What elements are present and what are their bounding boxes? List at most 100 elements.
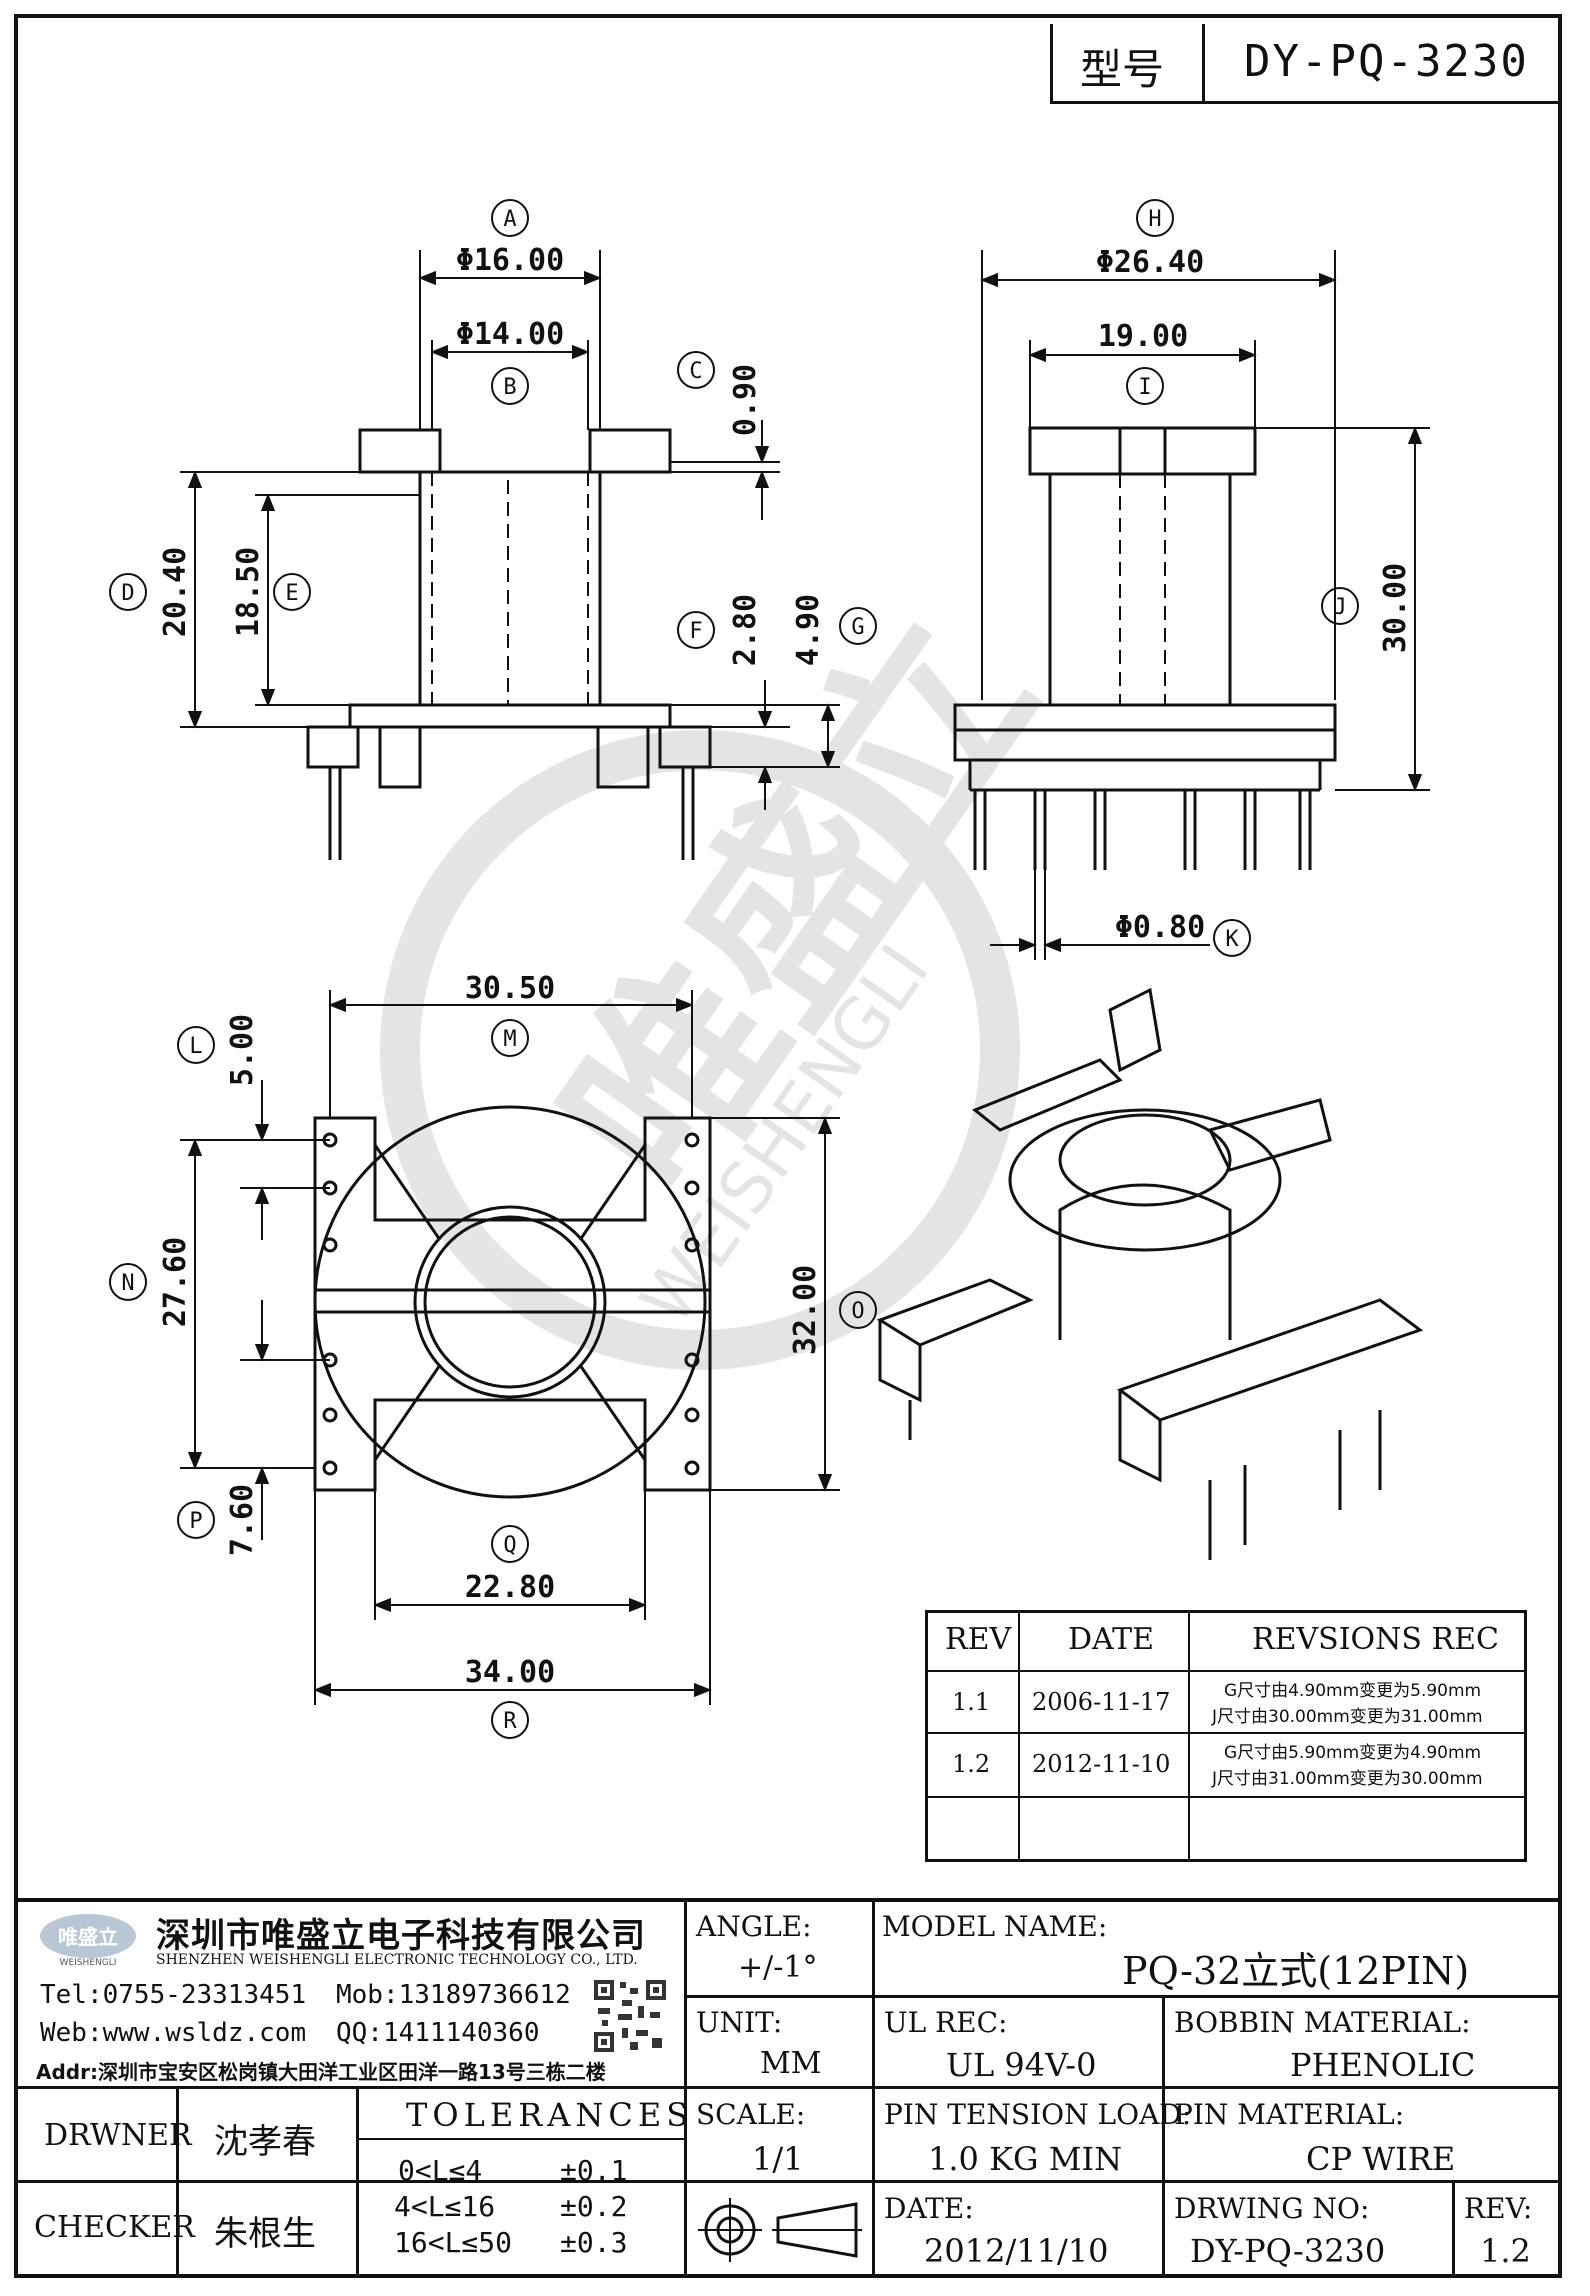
- scale-value: 1/1: [752, 2140, 804, 2178]
- dim-value-r: 34.00: [465, 1655, 555, 1690]
- dim-value-d: 20.40: [158, 547, 193, 637]
- title-block-vline-3: [1162, 1995, 1165, 2278]
- dim-letter-i: I: [1138, 375, 1151, 400]
- dim-letter-b: B: [503, 375, 516, 400]
- dim-letter-o: O: [851, 1299, 864, 1324]
- type-label: 型号: [1080, 45, 1165, 94]
- dim-value-o: 32.00: [788, 1265, 823, 1355]
- rev-row-1-line-1: G尺寸由4.90mm变更为5.90mm: [1224, 1681, 1482, 1701]
- bobbin-material-value: PHENOLIC: [1290, 2046, 1476, 2084]
- side-view-pins: [973, 790, 1312, 870]
- isometric-view: [876, 987, 1424, 1560]
- dim-value-g: 4.90: [791, 594, 826, 666]
- dim-letter-f: F: [689, 619, 702, 644]
- rev-value: 1.2: [1480, 2232, 1531, 2270]
- rev-row-2-rev: 1.2: [952, 1750, 991, 1778]
- rev-header-rev: REV: [945, 1622, 1012, 1657]
- dim-value-q: 22.80: [465, 1570, 555, 1605]
- tolerance-value-3: ±0.3: [560, 2226, 628, 2259]
- title-block-hline-1: [684, 1995, 1562, 1998]
- rev-row-2-line-1: G尺寸由5.90mm变更为4.90mm: [1224, 1743, 1482, 1763]
- dim-letter-m: M: [503, 1027, 516, 1052]
- dim-letter-h: H: [1148, 207, 1161, 232]
- company-logo-sub: WEISHENGLI: [60, 1958, 117, 1968]
- title-box: [1050, 24, 1562, 104]
- rev-row-2-date: 2012-11-10: [1032, 1750, 1171, 1778]
- dim-letter-d: D: [121, 581, 134, 606]
- dim-value-m: 30.50: [465, 971, 555, 1006]
- angle-value: +/-1°: [738, 1950, 818, 1985]
- drawer-label: DRWNER: [44, 2118, 192, 2153]
- watermark: 唯盛立 WEISHENGLI: [380, 577, 1079, 1370]
- dim-value-k: Φ0.80: [1115, 910, 1205, 945]
- dim-value-c: 0.90: [728, 364, 763, 436]
- pin-material-value: CP WIRE: [1306, 2140, 1456, 2178]
- dim-value-h: Φ26.40: [1096, 245, 1204, 280]
- projection-symbol-icon: [696, 2194, 866, 2266]
- company-qq: QQ:1411140360: [336, 2018, 540, 2048]
- dim-value-p: 7.60: [225, 1484, 260, 1556]
- model-code: DY-PQ-3230: [1244, 36, 1529, 87]
- tolerance-range-1: 0<L≤4: [398, 2154, 483, 2187]
- dim-letter-g: G: [851, 615, 864, 640]
- drawing-no-value: DY-PQ-3230: [1190, 2232, 1386, 2270]
- drawer-name: 沈孝春: [214, 2122, 316, 2162]
- bobbin-material-label: BOBBIN MATERIAL:: [1174, 2006, 1471, 2039]
- tolerance-range-2: 4<L≤16: [394, 2190, 496, 2223]
- company-logo: 唯盛立 WEISHENGLI: [36, 1910, 140, 1968]
- rev-row-1-date: 2006-11-17: [1032, 1688, 1171, 1716]
- front-view: [306, 428, 712, 860]
- company-name-cn: 深圳市唯盛立电子科技有限公司: [156, 1916, 646, 1956]
- company-logo-text: 唯盛立: [58, 1925, 118, 1949]
- dim-letter-l: L: [189, 1034, 202, 1059]
- bottom-view-pin-holes: [322, 1132, 700, 1476]
- dim-letter-p: P: [189, 1509, 202, 1534]
- company-address: Addr:深圳市宝安区松岗镇大田洋工业区田洋一路13号三栋二楼: [36, 2060, 606, 2084]
- tolerance-value-2: ±0.2: [560, 2190, 628, 2223]
- checker-label: CHECKER: [34, 2210, 195, 2245]
- model-name-label: MODEL NAME:: [882, 1910, 1108, 1943]
- dim-value-n: 27.60: [158, 1237, 193, 1327]
- dim-letter-j: J: [1333, 595, 1346, 620]
- company-mob: Mob:13189736612: [336, 1980, 571, 2010]
- drawing-frame: [14, 14, 1562, 2278]
- dim-letter-e: E: [285, 581, 298, 606]
- dim-value-l: 5.00: [225, 1014, 260, 1086]
- unit-value: MM: [760, 2046, 822, 2081]
- rev-row-line-1: [925, 1670, 1527, 1672]
- dim-letter-a: A: [503, 207, 516, 232]
- rev-row-2-line-2: J尺寸由31.00mm变更为30.00mm: [1212, 1769, 1483, 1789]
- rev-row-1-rev: 1.1: [952, 1688, 991, 1716]
- dim-value-b: Φ14.00: [456, 317, 564, 352]
- pin-tension-label: PIN TENSION LOAD:: [884, 2098, 1192, 2131]
- dim-letter-c: C: [689, 359, 702, 384]
- rev-row-1-line-2: J尺寸由30.00mm变更为31.00mm: [1212, 1707, 1483, 1727]
- rev-header-date: DATE: [1068, 1622, 1154, 1657]
- dim-letter-r: R: [503, 1709, 517, 1734]
- angle-label: ANGLE:: [696, 1910, 812, 1943]
- dim-letter-k: K: [1225, 927, 1239, 952]
- title-block-hline-5: [356, 2138, 684, 2140]
- dim-value-f: 2.80: [728, 594, 763, 666]
- title-block-top-line: [14, 1898, 1562, 1902]
- rev-row-line-2: [925, 1732, 1527, 1734]
- company-web: Web:www.wsldz.com: [40, 2018, 307, 2048]
- tolerance-value-1: ±0.1: [560, 2154, 628, 2187]
- rev-header-recs: REVSIONS REC: [1252, 1622, 1499, 1657]
- pin-material-label: PIN MATERIAL:: [1174, 2098, 1405, 2131]
- rev-label: REV:: [1464, 2192, 1533, 2225]
- title-block-vline-4: [1452, 2180, 1455, 2278]
- rev-col-line-2: [1188, 1610, 1190, 1862]
- title-block-hline-4: [14, 2180, 684, 2183]
- drawing-no-label: DRWING NO:: [1174, 2192, 1370, 2225]
- date-value: 2012/11/10: [924, 2232, 1109, 2270]
- tolerance-range-3: 16<L≤50: [394, 2226, 513, 2259]
- ul-rec-value: UL 94V-0: [946, 2046, 1097, 2084]
- dim-value-a: Φ16.00: [456, 243, 564, 278]
- company-name-en: SHENZHEN WEISHENGLI ELECTRONIC TECHNOLOG…: [156, 1952, 638, 1968]
- side-view: [953, 426, 1337, 870]
- dim-value-e: 18.50: [231, 547, 266, 637]
- date-label: DATE:: [884, 2192, 974, 2225]
- title-block-vline-6: [356, 2086, 359, 2278]
